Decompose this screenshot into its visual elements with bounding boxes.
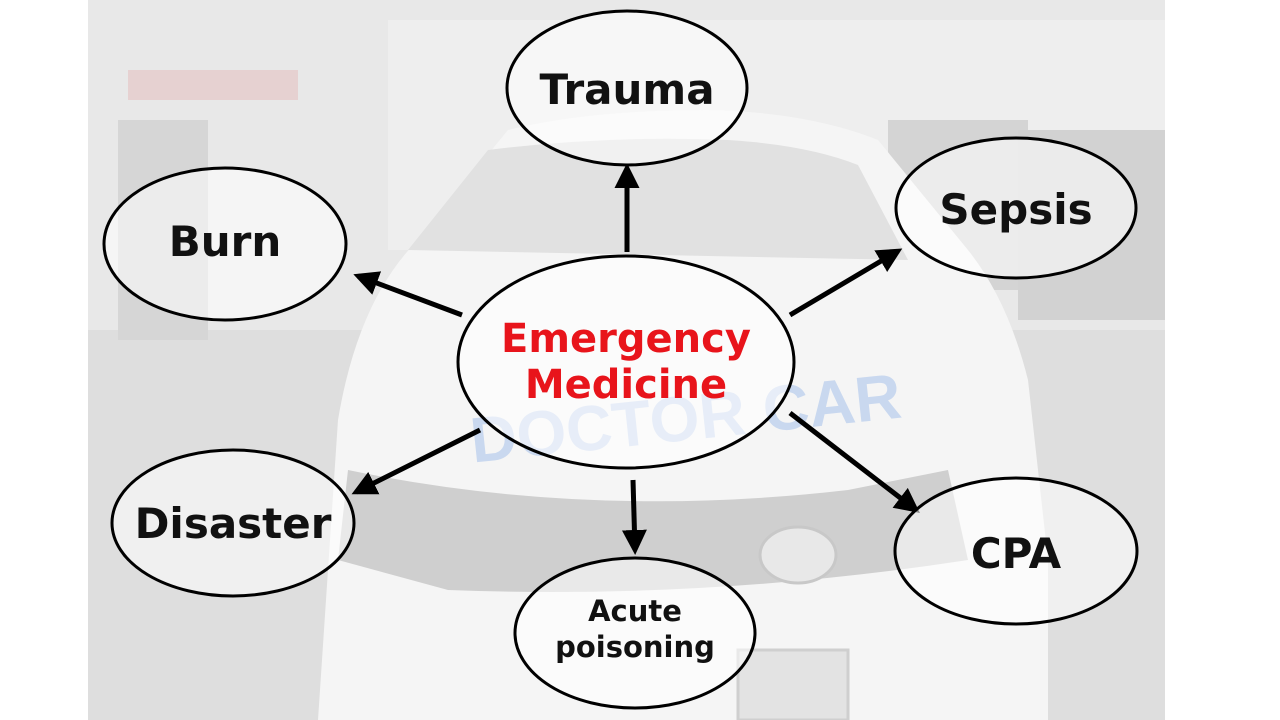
disaster-node-label: Disaster <box>134 498 332 548</box>
cpa-node-ellipse <box>893 476 1139 626</box>
arrow-to-disaster <box>351 427 482 495</box>
center-node-label: Emergency Medicine <box>501 316 751 408</box>
arrow-to-acute-poisoning <box>621 479 647 555</box>
trauma-node-label: Trauma <box>539 64 715 114</box>
arrow-to-burn <box>353 271 463 318</box>
disaster-node-ellipse <box>110 448 356 598</box>
arrow-to-cpa <box>788 411 920 514</box>
cpa-node-label: CPA <box>970 528 1062 578</box>
arrow-to-sepsis <box>788 248 903 318</box>
center-node-ellipse <box>456 254 796 470</box>
burn-node-ellipse <box>102 166 348 322</box>
sepsis-node-ellipse <box>894 136 1138 280</box>
burn-node-label: Burn <box>168 216 282 266</box>
trauma-node-ellipse <box>505 9 749 167</box>
acute-poisoning-node-ellipse <box>513 556 757 710</box>
acute-poisoning-node-label: Acute poisoning <box>555 594 715 664</box>
sepsis-node-label: Sepsis <box>939 184 1093 234</box>
